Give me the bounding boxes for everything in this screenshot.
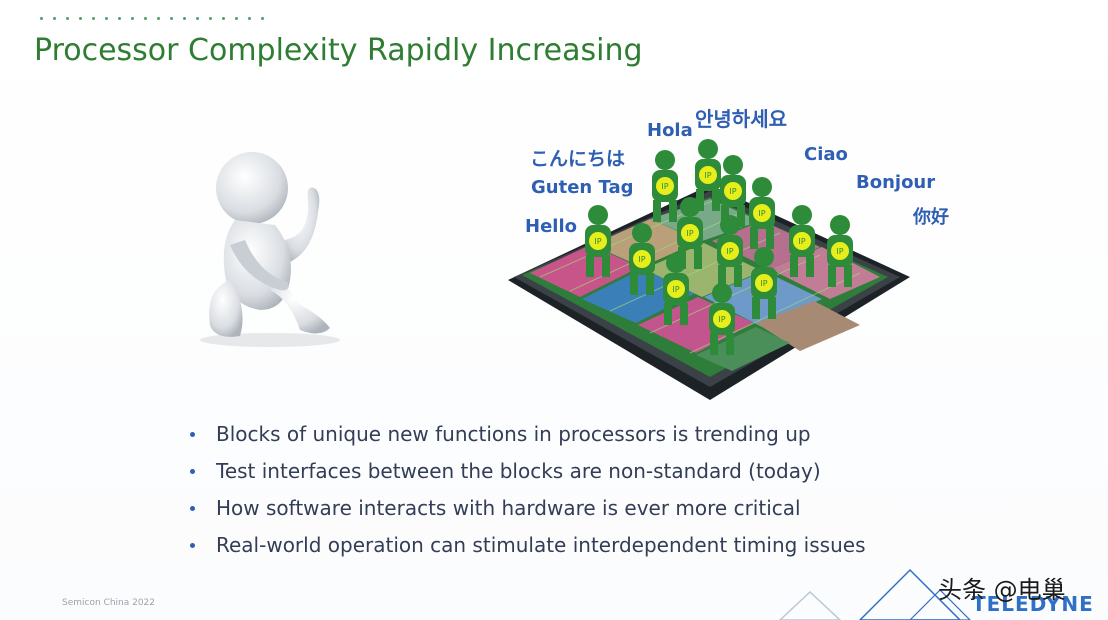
bullet-text: How software interacts with hardware is …: [216, 496, 801, 520]
greeting-ciao: Ciao: [804, 144, 848, 165]
ip-person-icon: IP: [789, 205, 815, 277]
ip-person-icon: IP: [677, 197, 703, 269]
ip-person-icon: IP: [652, 150, 678, 222]
footer-text: Semicon China 2022: [62, 598, 156, 608]
bullet-item: Real-world operation can stimulate inter…: [190, 533, 865, 570]
svg-text:IP: IP: [638, 255, 645, 264]
svg-text:IP: IP: [594, 237, 601, 246]
logo-mark-icon: [778, 568, 971, 620]
bullet-dot-icon: [190, 506, 195, 511]
svg-text:IP: IP: [672, 285, 679, 294]
ip-person-icon: IP: [720, 155, 746, 227]
bullet-item: How software interacts with hardware is …: [190, 496, 865, 533]
ip-person-icon: IP: [827, 215, 853, 287]
svg-text:IP: IP: [836, 247, 843, 256]
bullet-list: Blocks of unique new functions in proces…: [190, 422, 865, 570]
ip-person-icon: IP: [629, 223, 655, 295]
ip-person-icon: IP: [749, 177, 775, 249]
slide-title: Processor Complexity Rapidly Increasing: [34, 33, 643, 68]
greeting-korean: 안녕하세요: [695, 107, 787, 131]
logo-text: TELEDYNE: [972, 592, 1094, 616]
greeting-chinese: 你好: [913, 207, 949, 228]
bullet-item: Blocks of unique new functions in proces…: [190, 422, 865, 459]
svg-text:IP: IP: [704, 171, 711, 180]
bullet-dot-icon: [190, 543, 195, 548]
chip-illustration: IP IP IP IP IP IP IP IP: [500, 95, 970, 405]
svg-text:IP: IP: [760, 279, 767, 288]
svg-text:IP: IP: [726, 247, 733, 256]
svg-text:IP: IP: [661, 182, 668, 191]
greeting-hello: Hello: [525, 216, 577, 237]
ip-person-icon: IP: [717, 215, 743, 287]
svg-text:IP: IP: [758, 209, 765, 218]
thinking-figure-icon: [200, 152, 340, 347]
greeting-japanese: こんにちは: [530, 148, 626, 170]
bullet-text: Real-world operation can stimulate inter…: [216, 533, 866, 557]
ip-person-icon: IP: [695, 139, 721, 211]
svg-text:IP: IP: [729, 187, 736, 196]
svg-text:IP: IP: [798, 237, 805, 246]
ip-person-icon: IP: [585, 205, 611, 277]
bullet-dot-icon: [190, 469, 195, 474]
greeting-bonjour: Bonjour: [856, 172, 936, 193]
ip-person-icon: IP: [663, 253, 689, 325]
decorative-dots: [40, 8, 274, 20]
ip-people: IP IP IP IP IP IP IP IP: [585, 139, 853, 355]
bullet-item: Test interfaces between the blocks are n…: [190, 459, 865, 496]
ip-person-icon: IP: [709, 283, 735, 355]
greeting-hola: Hola: [647, 120, 693, 141]
bullet-text: Test interfaces between the blocks are n…: [216, 459, 821, 483]
greeting-guten-tag: Guten Tag: [531, 177, 634, 198]
watermark: 头条 @电巢: [938, 576, 1066, 604]
svg-text:IP: IP: [686, 229, 693, 238]
svg-text:IP: IP: [718, 315, 725, 324]
bullet-text: Blocks of unique new functions in proces…: [216, 422, 811, 446]
bullet-dot-icon: [190, 432, 195, 437]
ip-person-icon: IP: [751, 247, 777, 319]
